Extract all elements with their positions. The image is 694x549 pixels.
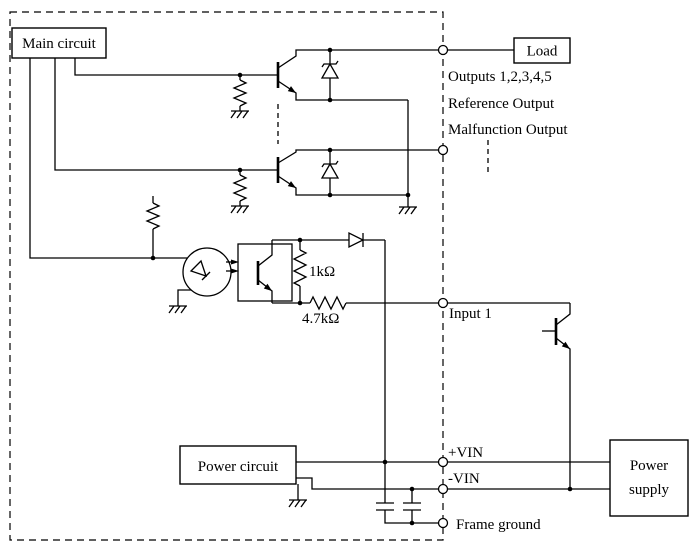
main-circuit-box: Main circuit xyxy=(11,27,107,59)
main-circuit-label: Main circuit xyxy=(22,36,97,52)
zener-diode-1 xyxy=(320,60,340,79)
unit-dashed-border xyxy=(9,11,444,541)
frame-ground-terminal xyxy=(437,517,449,529)
power-supply-label-1: Power xyxy=(630,458,668,474)
photocoupler xyxy=(182,240,293,303)
output-transistor-1 xyxy=(276,62,296,93)
output-transistor-2 xyxy=(276,157,296,188)
resistor-4k7 xyxy=(309,295,347,311)
filter-capacitor-1 xyxy=(376,502,394,511)
resistor-4k7-label: 4.7kΩ xyxy=(302,311,339,327)
photocoupler-receiver-box xyxy=(237,243,293,302)
photocoupler-circle xyxy=(182,247,232,297)
load-box: Load xyxy=(513,37,571,64)
outputs-label: Outputs 1,2,3,4,5 xyxy=(448,69,552,85)
junction-dots xyxy=(150,47,573,526)
vin-minus-terminal xyxy=(437,483,449,495)
base-resistor-1 xyxy=(232,75,248,111)
ground-symbol-4 xyxy=(168,305,187,314)
malfunction-output-label: Malfunction Output xyxy=(448,122,568,138)
resistor-1k-label: 1kΩ xyxy=(309,264,335,280)
vin-plus-terminal xyxy=(437,456,449,468)
reference-output-label: Reference Output xyxy=(448,96,555,112)
output-terminal-1 xyxy=(437,44,449,56)
ground-symbol-1 xyxy=(230,110,249,119)
wires xyxy=(29,49,610,524)
ground-symbol-5 xyxy=(288,499,307,508)
series-diode xyxy=(348,231,365,249)
ground-symbol-3 xyxy=(398,206,417,215)
power-supply-label-2: supply xyxy=(629,482,670,498)
vin-plus-label: +VIN xyxy=(448,445,483,461)
power-circuit-box: Power circuit xyxy=(179,445,297,485)
photo-transistor xyxy=(256,240,273,303)
zener-diode-2 xyxy=(320,160,340,179)
input-terminal xyxy=(437,297,449,309)
frame-ground-label: Frame ground xyxy=(456,517,541,533)
external-input-transistor xyxy=(554,318,570,349)
light-arrows-icon xyxy=(226,259,239,274)
resistor-1k xyxy=(292,240,308,303)
power-circuit-label: Power circuit xyxy=(198,459,279,475)
photocoupler-led xyxy=(189,259,211,281)
load-label: Load xyxy=(527,44,558,60)
output-terminal-2 xyxy=(437,144,449,156)
input1-label: Input 1 xyxy=(449,306,492,322)
ground-symbol-2 xyxy=(230,205,249,214)
power-supply-box: Power supply xyxy=(609,439,689,517)
base-resistor-2 xyxy=(232,170,248,206)
pullup-resistor xyxy=(145,196,161,258)
vin-minus-label: -VIN xyxy=(448,471,480,487)
filter-capacitor-2 xyxy=(403,502,421,511)
